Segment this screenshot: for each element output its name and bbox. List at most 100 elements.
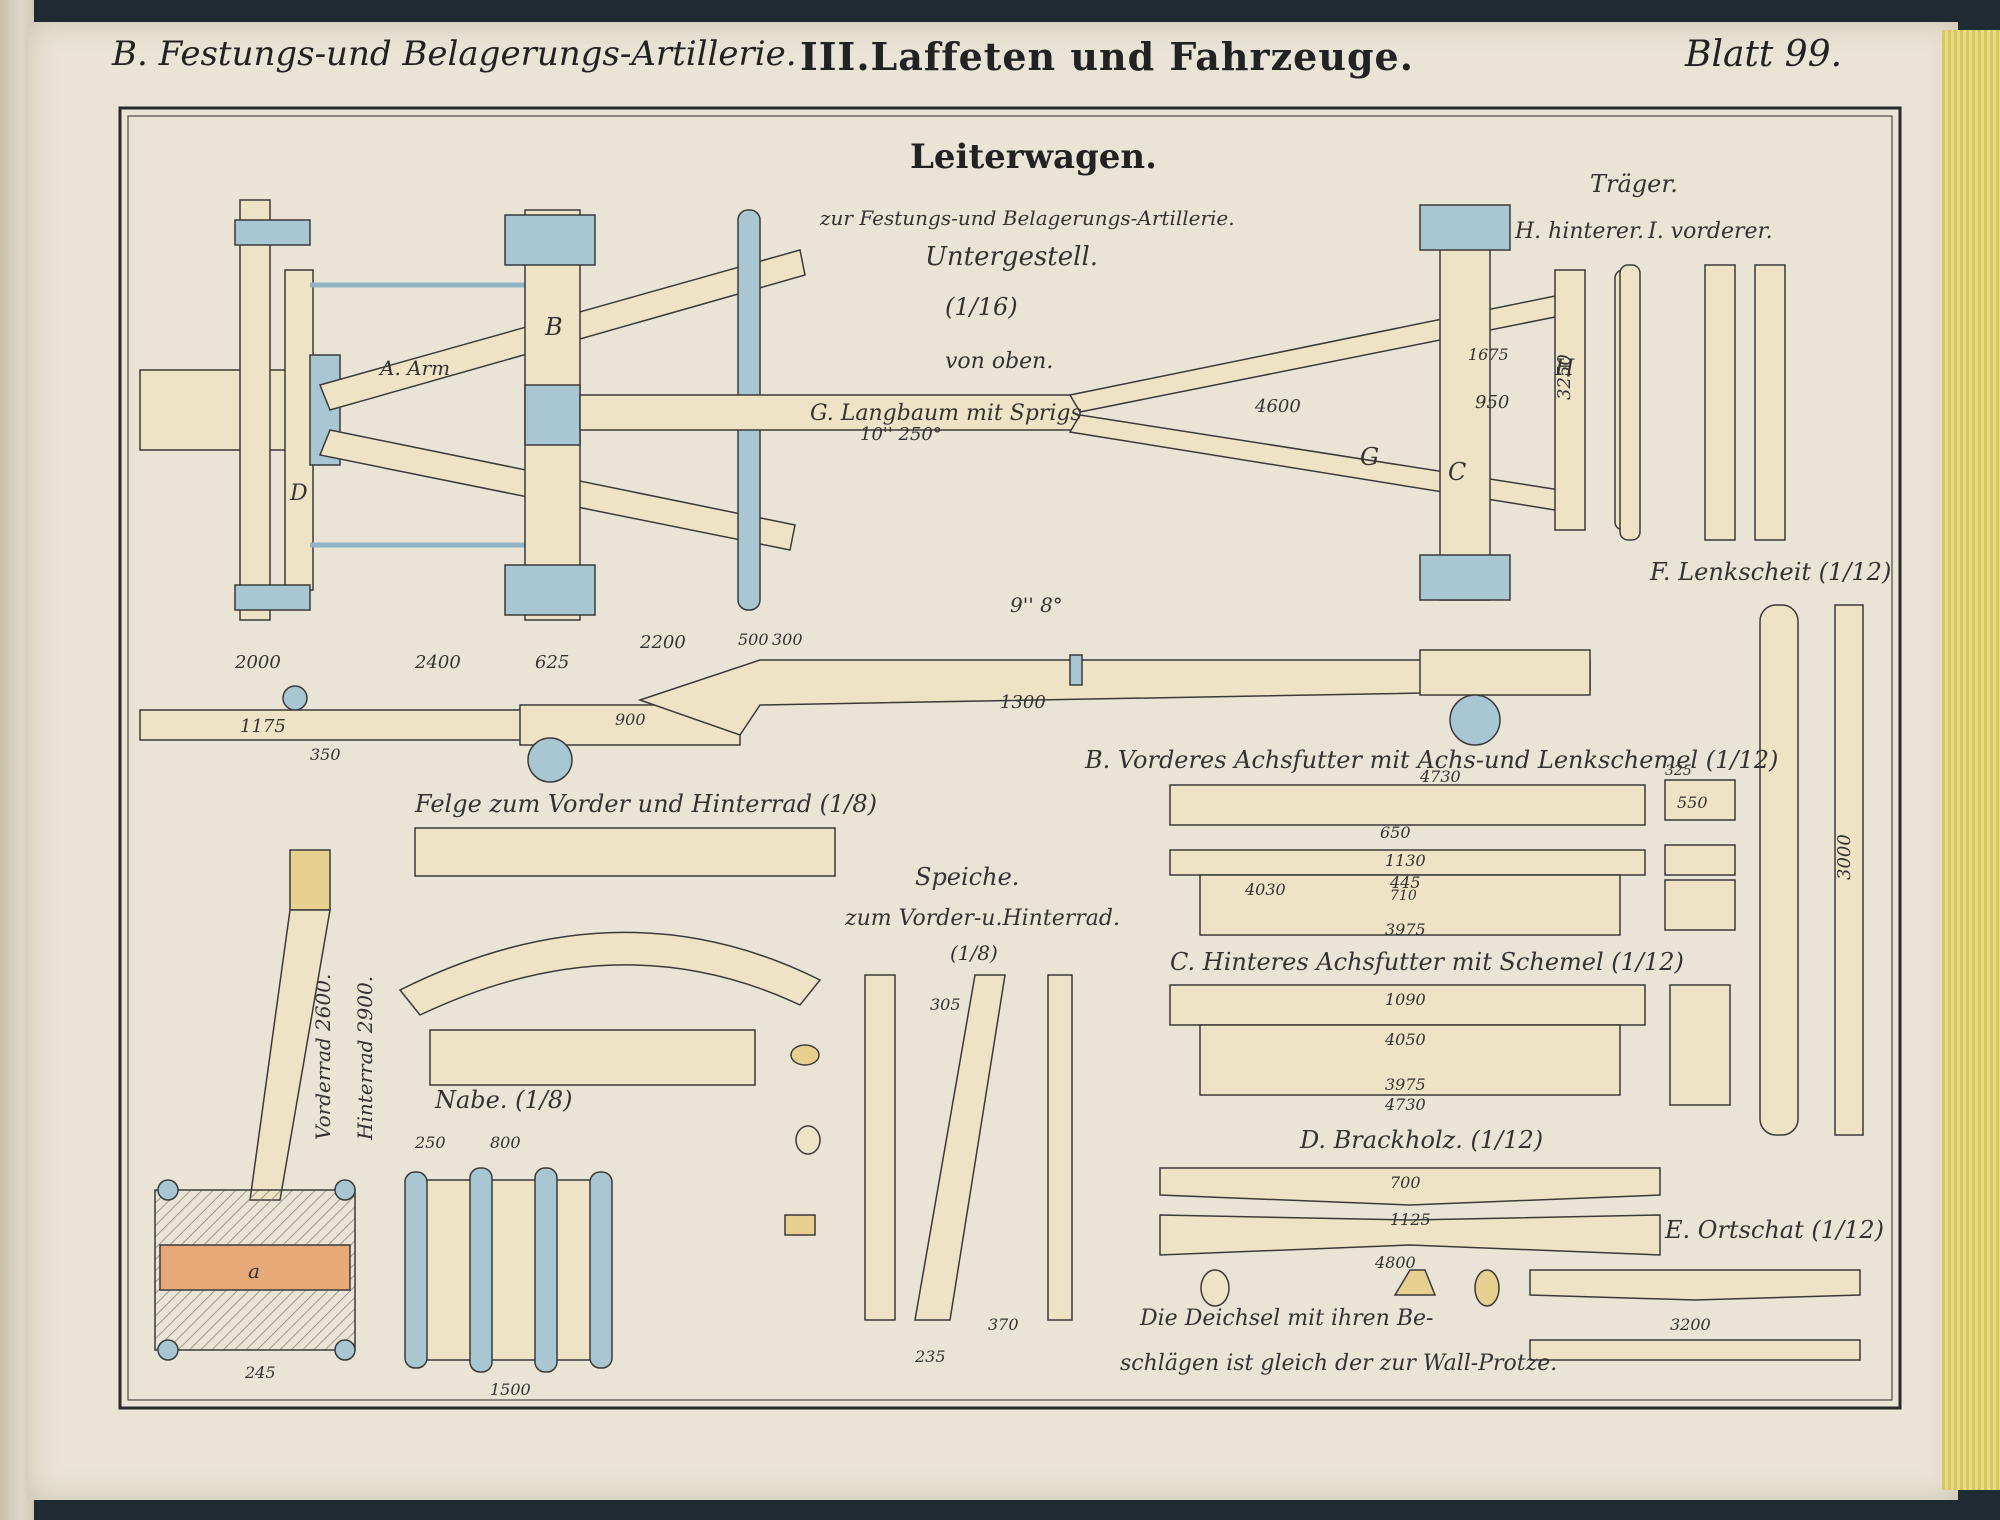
dim-1300: 1300: [1000, 692, 1046, 713]
dim-4730b: 4730: [1384, 1095, 1426, 1114]
title-part: Untergestell.: [925, 242, 1098, 272]
label-nabe: Nabe. (1/8): [434, 1086, 572, 1114]
dim-625: 625: [535, 652, 569, 673]
lenkscheit-drawings: [1759, 604, 1864, 1136]
label-traeger-i: I. vorderer.: [1647, 219, 1773, 244]
dim-2400: 2400: [414, 652, 461, 673]
dim-700: 700: [1390, 1173, 1421, 1192]
label-ortschat: E. Ortschat (1/12): [1664, 1216, 1884, 1244]
title-sub: zur Festungs-und Belagerungs-Artillerie.: [819, 206, 1235, 230]
traeger-i-side: [1754, 264, 1786, 541]
dim-1090: 1090: [1385, 990, 1426, 1009]
label-lenkscheit: F. Lenkscheit (1/12): [1649, 558, 1891, 586]
top-view: [139, 199, 1636, 621]
brackholz-top: [239, 199, 271, 621]
hub-bushing: [159, 1244, 351, 1291]
speiche-side: [914, 974, 1006, 1321]
nabe-body: [409, 1179, 611, 1361]
inner-frame: [127, 115, 1893, 1401]
front-hub-side: [527, 737, 573, 783]
letter-a: a: [248, 1259, 260, 1283]
achsfutter-c-drawings: [1169, 984, 1731, 1106]
ortschat-drawings: [1529, 1269, 1861, 1361]
dim-250-a: 250: [414, 1133, 446, 1152]
outer-frame: [118, 106, 1902, 1410]
achsfutter-b-drawings: [1169, 779, 1736, 936]
traeger-drawings: [1619, 264, 1786, 541]
speiche-front: [864, 974, 896, 1321]
dim-9-8: 9'' 8°: [1010, 593, 1063, 617]
header-left: B. Festungs-und Belagerungs-Artillerie.: [112, 34, 797, 74]
header-right: Blatt 99.: [1685, 34, 1843, 75]
traeger-h-front: [1619, 264, 1641, 541]
traeger-h-side: [1704, 264, 1736, 541]
langbaum: [579, 394, 1081, 431]
achsfutter-b-end-1: [1664, 779, 1736, 821]
ortschat-side: [1529, 1339, 1861, 1361]
rear-bolster: [1439, 209, 1491, 601]
side-view: [139, 649, 1591, 783]
lenkscheit-front: [1759, 604, 1799, 1136]
dim-3250: 3250: [1554, 354, 1575, 400]
achsfutter-b-end-3: [1664, 879, 1736, 931]
chain-bottom: [234, 584, 311, 611]
letter-b: B: [544, 313, 563, 341]
axle-end-front: [282, 685, 308, 711]
felge-plan: [414, 827, 836, 877]
dim-4730: 4730: [1419, 767, 1461, 786]
hub-ring-r: [334, 1179, 356, 1201]
side-shaft: [139, 709, 531, 741]
nabe-ring-2: [469, 1167, 493, 1373]
rear-carrier: [1554, 269, 1586, 531]
nabe-drawing: [404, 1167, 613, 1373]
label-achsfutter-b: B. Vorderes Achsfutter mit Achs-und Lenk…: [1084, 746, 1778, 774]
brackholz-front: [1159, 1167, 1661, 1206]
label-brackholz: D. Brackholz. (1/12): [1299, 1126, 1543, 1154]
rear-bolster-cap-top: [1419, 204, 1511, 251]
chain-top: [234, 219, 311, 246]
dim-305: 305: [930, 995, 961, 1014]
label-speiche-sub: zum Vorder-u.Hinterrad.: [844, 906, 1120, 931]
dim-1175: 1175: [240, 716, 286, 737]
label-achsfutter-c: C. Hinteres Achsfutter mit Schemel (1/12…: [1170, 948, 1684, 976]
felge-arc: [398, 931, 822, 1016]
rear-bolster-cap-bottom: [1419, 554, 1511, 601]
label-traeger-h: H. hinterer.: [1514, 219, 1644, 244]
dim-300: 300: [772, 630, 803, 649]
side-rear-block: [1419, 649, 1591, 696]
rear-hub-side: [1449, 694, 1501, 746]
lenkscheit-side: [1834, 604, 1864, 1136]
dim-3000: 3000: [1834, 834, 1855, 880]
dim-10-250: 10'' 250°: [860, 424, 942, 445]
dim-4050: 4050: [1384, 1030, 1426, 1049]
achsfutter-b-mid: [1169, 849, 1646, 876]
ortschat-front: [1529, 1269, 1861, 1301]
hub-ring-br: [334, 1339, 356, 1361]
felge-section: [429, 1029, 756, 1086]
letter-h: H: [1554, 356, 1575, 381]
front-bolster-cap-bottom: [504, 564, 596, 616]
dim-710: 710: [1390, 888, 1417, 904]
dim-4600: 4600: [1254, 396, 1301, 417]
nabe-ring-1: [404, 1171, 428, 1369]
letter-d: D: [289, 481, 308, 506]
speiche-section-2: [795, 1125, 821, 1155]
hub-ring-l: [157, 1179, 179, 1201]
brackholz-section-3: [1474, 1269, 1500, 1307]
dim-235: 235: [914, 1347, 946, 1366]
dim-4800: 4800: [1374, 1253, 1416, 1272]
achsfutter-b-top: [1169, 784, 1646, 826]
dim-1130: 1130: [1385, 851, 1426, 870]
note-deichsel-2: schlägen ist gleich der zur Wall-Protze.: [1120, 1351, 1557, 1376]
speiche-section-1: [790, 1044, 820, 1066]
label-speiche: Speiche.: [915, 863, 1019, 891]
achsfutter-c-bottom: [1199, 1024, 1621, 1096]
label-arm: A. Arm: [378, 356, 450, 380]
label-langbaum: G. Langbaum mit Sprigs: [810, 401, 1082, 426]
dim-4030: 4030: [1244, 880, 1286, 899]
dim-500: 500: [738, 630, 769, 649]
front-center-plate: [524, 384, 581, 446]
achsfutter-c-top: [1169, 984, 1646, 1026]
dim-2000: 2000: [234, 652, 281, 673]
